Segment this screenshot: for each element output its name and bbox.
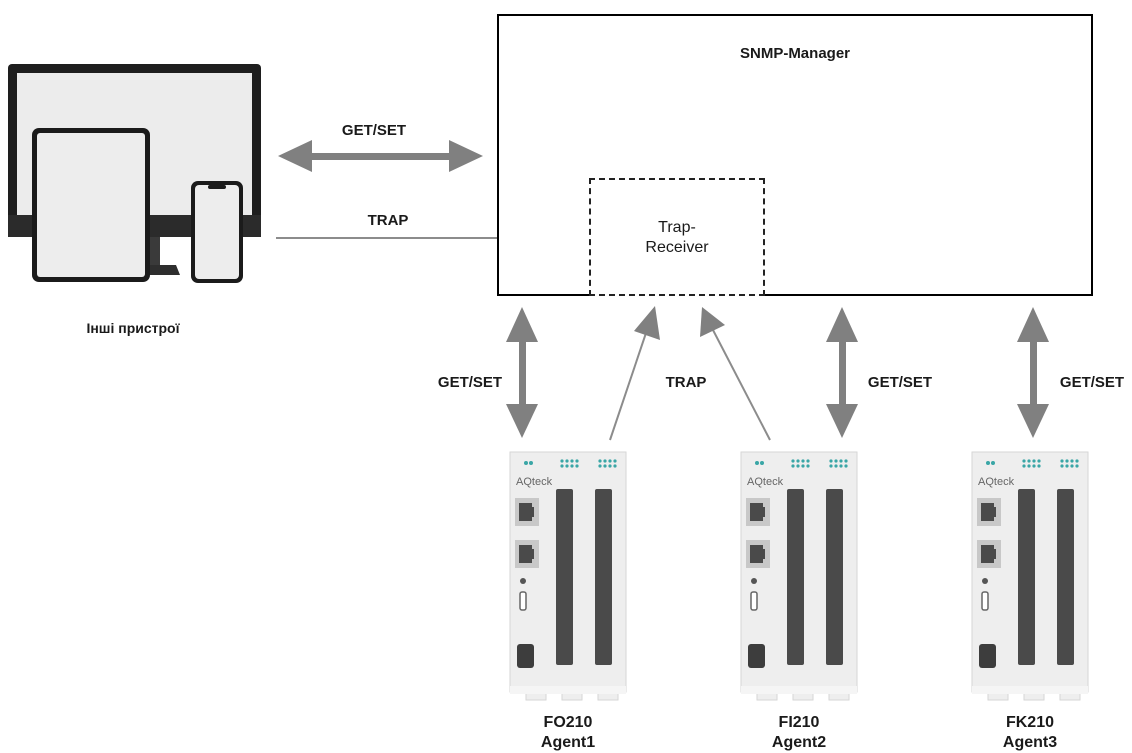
agent3-module-icon: [971, 451, 1089, 701]
agent1-name: Agent1: [540, 734, 596, 751]
agent2-model: FI210: [778, 714, 820, 731]
agent3-brand-logo: AQteck: [978, 476, 1015, 488]
agent2-module-icon: [740, 451, 858, 701]
other-trap-label: TRAP: [367, 212, 409, 229]
agent2-getset-label: GET/SET: [867, 374, 933, 391]
agent3-name: Agent3: [1002, 734, 1058, 751]
agent2-name: Agent2: [771, 734, 827, 751]
trap-receiver-label-line2: Receiver: [645, 239, 709, 256]
agent1-label: FO210 Agent1: [541, 713, 595, 753]
agent1-model: FO210: [543, 714, 593, 731]
trap-receiver-label-line1: Trap-: [658, 219, 696, 236]
agent3-getset-arrow: [1017, 307, 1049, 438]
agent3-getset-label: GET/SET: [1059, 374, 1125, 391]
trap-receiver-box: Trap- Receiver: [589, 178, 765, 296]
other-devices-label: Інші пристрої: [86, 320, 180, 336]
other-getset-arrow: [278, 140, 483, 172]
other-getset-label: GET/SET: [341, 122, 407, 139]
snmp-manager-title: SNMP-Manager: [739, 45, 851, 62]
agent1-trap-arrow: [609, 306, 660, 441]
agent1-getset-arrow: [506, 307, 538, 438]
agent2-label: FI210 Agent2: [772, 713, 826, 753]
agent2-trap-arrow: [700, 307, 771, 441]
phone-icon: [191, 181, 243, 283]
agent1-brand-logo: AQteck: [516, 476, 553, 488]
tablet-icon: [32, 128, 150, 282]
agents-trap-label: TRAP: [665, 374, 707, 391]
agent3-label: FK210 Agent3: [1003, 713, 1057, 753]
agent1-getset-label: GET/SET: [437, 374, 503, 391]
agent2-getset-arrow: [826, 307, 858, 438]
agent2-brand-logo: AQteck: [747, 476, 784, 488]
agent3-model: FK210: [1005, 714, 1055, 731]
agent1-module-icon: [509, 451, 627, 701]
